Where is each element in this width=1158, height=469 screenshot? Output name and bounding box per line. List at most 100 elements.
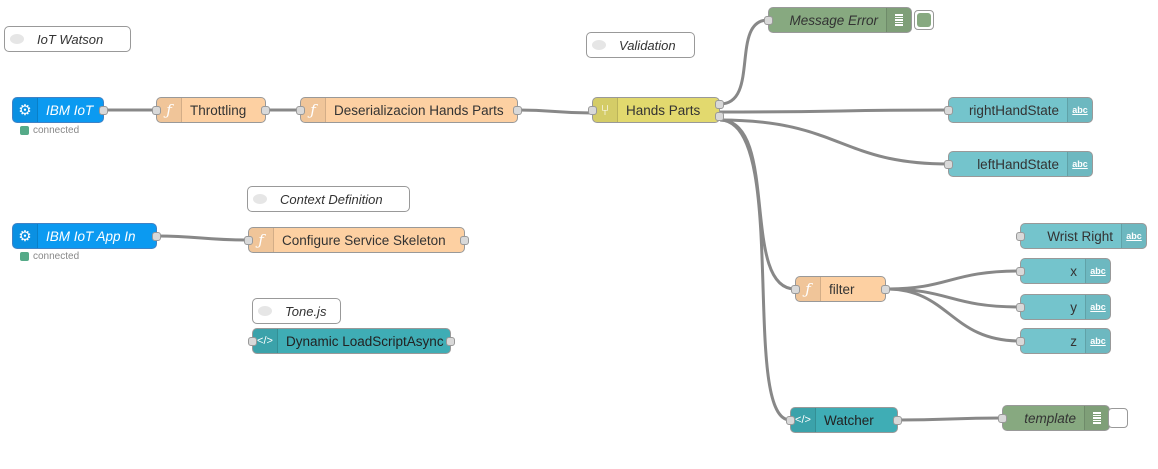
output-port[interactable] bbox=[513, 106, 522, 115]
node-label: filter bbox=[829, 281, 855, 297]
input-port[interactable] bbox=[1016, 267, 1025, 276]
node-filter[interactable]: ƒ filter bbox=[791, 276, 890, 302]
node-label: Throttling bbox=[190, 102, 247, 118]
function-icon: ƒ bbox=[301, 98, 326, 122]
output-port[interactable] bbox=[460, 236, 469, 245]
debug-icon bbox=[1084, 406, 1109, 430]
node-hands-parts[interactable]: ⑂ Hands Parts bbox=[588, 97, 724, 123]
node-ibm-iot[interactable]: ⚙ IBM IoT bbox=[12, 97, 108, 123]
output-port[interactable] bbox=[715, 100, 724, 109]
output-port[interactable] bbox=[261, 106, 270, 115]
comment-context-definition[interactable]: Context Definition bbox=[247, 186, 410, 212]
chip-icon: ⚙ bbox=[13, 98, 38, 122]
comment-iot-watson[interactable]: IoT Watson bbox=[4, 26, 131, 52]
node-label: Deserializacion Hands Parts bbox=[334, 102, 504, 118]
input-port[interactable] bbox=[1016, 232, 1025, 241]
chip-icon: ⚙ bbox=[13, 224, 38, 248]
abc-icon: abc bbox=[1067, 152, 1092, 176]
comment-label: Validation bbox=[619, 37, 676, 53]
input-port[interactable] bbox=[588, 106, 597, 115]
input-port[interactable] bbox=[786, 416, 795, 425]
template-icon: </> bbox=[791, 408, 816, 432]
output-port[interactable] bbox=[893, 416, 902, 425]
function-icon: ƒ bbox=[249, 228, 274, 252]
input-port[interactable] bbox=[296, 106, 305, 115]
node-watcher[interactable]: </> Watcher bbox=[786, 407, 902, 433]
node-label: x bbox=[1070, 263, 1077, 279]
input-port[interactable] bbox=[944, 160, 953, 169]
abc-icon: abc bbox=[1067, 98, 1092, 122]
input-port[interactable] bbox=[1016, 303, 1025, 312]
node-label: Watcher bbox=[824, 412, 874, 428]
abc-icon: abc bbox=[1085, 259, 1110, 283]
node-ibm-iot-app-in[interactable]: ⚙ IBM IoT App In bbox=[12, 223, 161, 249]
node-y[interactable]: y abc bbox=[1016, 294, 1111, 320]
comment-icon bbox=[587, 33, 611, 57]
output-port[interactable] bbox=[446, 337, 455, 346]
input-port[interactable] bbox=[764, 16, 773, 25]
wire bbox=[719, 108, 949, 114]
node-label: y bbox=[1070, 299, 1077, 315]
output-port[interactable] bbox=[881, 285, 890, 294]
wire bbox=[719, 18, 769, 106]
node-x[interactable]: x abc bbox=[1016, 258, 1111, 284]
node-dynamic-loadscriptasync[interactable]: </> Dynamic LoadScriptAsync bbox=[248, 328, 455, 354]
node-z[interactable]: z abc bbox=[1016, 328, 1111, 354]
abc-icon: abc bbox=[1085, 329, 1110, 353]
node-deserializacion[interactable]: ƒ Deserializacion Hands Parts bbox=[296, 97, 522, 123]
abc-icon: abc bbox=[1085, 295, 1110, 319]
node-label: rightHandState bbox=[968, 102, 1059, 118]
node-label: IBM IoT bbox=[46, 102, 94, 118]
node-label: Wrist Right bbox=[1047, 228, 1113, 244]
input-port[interactable] bbox=[998, 414, 1007, 423]
debug-toggle[interactable] bbox=[1108, 408, 1128, 428]
output-port[interactable] bbox=[152, 232, 161, 241]
input-port[interactable] bbox=[791, 285, 800, 294]
status-label: connected bbox=[33, 125, 80, 136]
debug-toggle-fill bbox=[917, 13, 931, 27]
input-port[interactable] bbox=[1016, 337, 1025, 346]
input-port[interactable] bbox=[944, 106, 953, 115]
abc-icon: abc bbox=[1121, 224, 1146, 248]
node-righthandstate[interactable]: rightHandState abc bbox=[944, 97, 1093, 123]
output-port[interactable] bbox=[99, 106, 108, 115]
node-label: Hands Parts bbox=[626, 102, 701, 118]
node-label: template bbox=[1024, 410, 1076, 426]
node-wrist-right[interactable]: Wrist Right abc bbox=[1016, 223, 1147, 249]
comment-validation[interactable]: Validation bbox=[586, 32, 695, 58]
node-label: IBM IoT App In bbox=[46, 228, 136, 244]
debug-toggle[interactable] bbox=[914, 10, 934, 30]
comment-label: Context Definition bbox=[280, 191, 383, 207]
wire bbox=[885, 287, 1021, 343]
wire bbox=[719, 118, 791, 422]
node-label: Message Error bbox=[789, 12, 878, 28]
comment-label: Tone.js bbox=[285, 303, 327, 319]
status-dot bbox=[20, 252, 29, 261]
wire bbox=[517, 108, 593, 115]
status-label: connected bbox=[33, 251, 80, 262]
node-label: Configure Service Skeleton bbox=[282, 232, 446, 248]
node-template[interactable]: template bbox=[998, 405, 1110, 431]
wire bbox=[156, 234, 249, 242]
node-message-error[interactable]: Message Error bbox=[764, 7, 912, 33]
output-port[interactable] bbox=[715, 112, 724, 121]
input-port[interactable] bbox=[248, 337, 257, 346]
wire bbox=[897, 416, 1003, 422]
node-label: leftHandState bbox=[977, 156, 1059, 172]
node-configure-service-skeleton[interactable]: ƒ Configure Service Skeleton bbox=[244, 227, 469, 253]
comment-icon bbox=[248, 187, 272, 211]
node-lefthandstate[interactable]: leftHandState abc bbox=[944, 151, 1093, 177]
wire bbox=[719, 118, 949, 166]
node-label: z bbox=[1070, 333, 1077, 349]
comment-icon bbox=[5, 27, 29, 51]
node-throttling[interactable]: ƒ Throttling bbox=[152, 97, 270, 123]
function-icon: ƒ bbox=[796, 277, 821, 301]
node-label: Dynamic LoadScriptAsync bbox=[286, 333, 444, 349]
input-port[interactable] bbox=[152, 106, 161, 115]
template-icon: </> bbox=[253, 329, 278, 353]
input-port[interactable] bbox=[244, 236, 253, 245]
comment-tone-js[interactable]: Tone.js bbox=[252, 298, 341, 324]
status-connected: connected bbox=[20, 251, 79, 262]
status-connected: connected bbox=[20, 125, 79, 136]
